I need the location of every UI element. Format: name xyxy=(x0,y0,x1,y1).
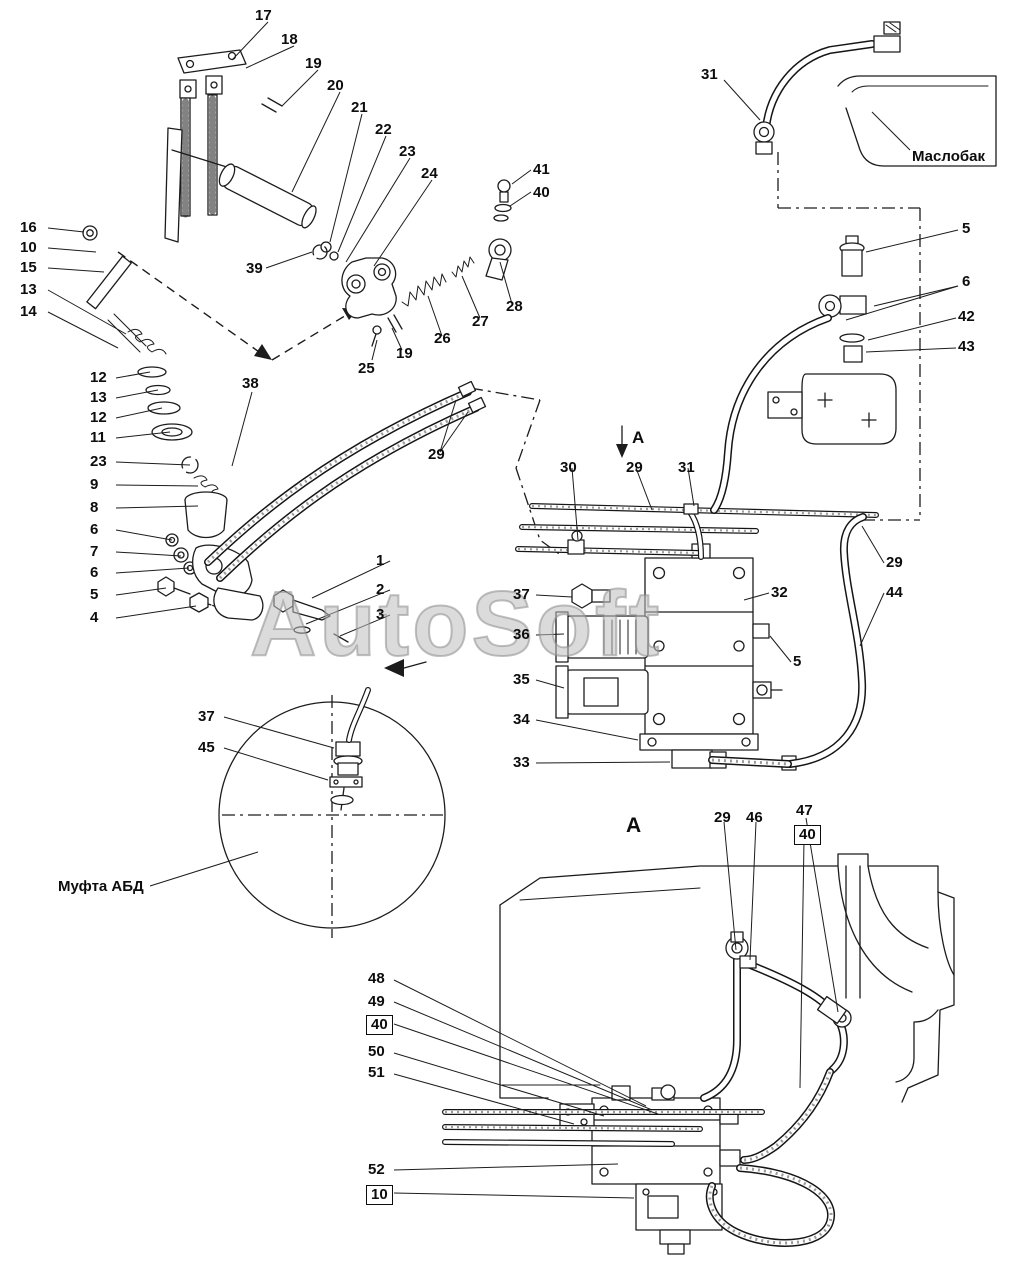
callout-6: 6 xyxy=(962,273,971,290)
view-a-section-label: А xyxy=(626,814,642,837)
callout-19: 19 xyxy=(305,55,322,72)
callout-12: 12 xyxy=(90,369,107,386)
callout-17: 17 xyxy=(255,7,272,24)
callout-26: 26 xyxy=(434,330,451,347)
center-valve-block xyxy=(555,543,797,771)
oil-tank xyxy=(837,75,997,167)
tank-fitting-group xyxy=(767,235,897,445)
callout-29: 29 xyxy=(428,446,445,463)
callout-47: 47 xyxy=(796,802,813,819)
callout-11: 11 xyxy=(90,429,106,446)
callout-21: 21 xyxy=(351,99,368,116)
callout-29: 29 xyxy=(886,554,903,571)
callout-8: 8 xyxy=(90,499,99,516)
callout-23: 23 xyxy=(90,453,107,470)
callout-27: 27 xyxy=(472,313,489,330)
callout-7: 7 xyxy=(90,543,99,560)
callout-29: 29 xyxy=(626,459,643,476)
callout-25: 25 xyxy=(358,360,375,377)
callout-22: 22 xyxy=(375,121,392,138)
callout-13: 13 xyxy=(20,281,37,298)
oil-tank-label: Маслобак xyxy=(912,148,985,165)
callout-6: 6 xyxy=(90,521,99,538)
callout-33: 33 xyxy=(513,754,530,771)
callout-10: 10 xyxy=(20,239,37,256)
callout-34: 34 xyxy=(513,711,530,728)
callout-10: 10 xyxy=(366,1185,393,1205)
callout-28: 28 xyxy=(506,298,523,315)
view-a-arrow-label: А xyxy=(632,428,645,447)
callout-36: 36 xyxy=(513,626,530,643)
callout-40: 40 xyxy=(533,184,550,201)
callout-50: 50 xyxy=(368,1043,385,1060)
callout-3: 3 xyxy=(376,606,385,623)
callout-9: 9 xyxy=(90,476,99,493)
callout-41: 41 xyxy=(533,161,550,178)
callout-19: 19 xyxy=(396,345,413,362)
callout-44: 44 xyxy=(886,584,903,601)
callout-46: 46 xyxy=(746,809,763,826)
callout-37: 37 xyxy=(513,586,530,603)
view-arrows xyxy=(384,425,628,677)
callout-13: 13 xyxy=(90,389,107,406)
callout-39: 39 xyxy=(246,260,263,277)
callout-48: 48 xyxy=(368,970,385,987)
callout-2: 2 xyxy=(376,581,385,598)
callout-18: 18 xyxy=(281,31,298,48)
abd-clutch-label: Муфта АБД xyxy=(58,878,144,895)
callout-51: 51 xyxy=(368,1064,385,1081)
callout-6: 6 xyxy=(90,564,99,581)
callout-4: 4 xyxy=(90,609,99,626)
callout-5: 5 xyxy=(962,220,971,237)
callout-5: 5 xyxy=(793,653,802,670)
callout-5: 5 xyxy=(90,586,99,603)
callout-32: 32 xyxy=(771,584,788,601)
callout-23: 23 xyxy=(399,143,416,160)
callout-43: 43 xyxy=(958,338,975,355)
callout-1: 1 xyxy=(376,552,385,569)
callout-40: 40 xyxy=(366,1015,393,1035)
callout-38: 38 xyxy=(242,375,259,392)
chassis-frame xyxy=(499,853,955,1103)
callout-40: 40 xyxy=(794,825,821,845)
callout-24: 24 xyxy=(421,165,438,182)
callout-42: 42 xyxy=(958,308,975,325)
callout-14: 14 xyxy=(20,303,37,320)
callout-35: 35 xyxy=(513,671,530,688)
callout-45: 45 xyxy=(198,739,215,756)
hose-fittings xyxy=(457,21,901,1028)
abd-clutch-detail xyxy=(218,701,446,929)
callout-15: 15 xyxy=(20,259,37,276)
callout-20: 20 xyxy=(327,77,344,94)
callout-31: 31 xyxy=(678,459,695,476)
leader-lines xyxy=(47,21,959,1199)
lever-assembly xyxy=(164,49,512,347)
callout-52: 52 xyxy=(368,1161,385,1178)
callout-16: 16 xyxy=(20,219,37,236)
callout-31: 31 xyxy=(701,66,718,83)
callout-30: 30 xyxy=(560,459,577,476)
callout-49: 49 xyxy=(368,993,385,1010)
callout-37: 37 xyxy=(198,708,215,725)
callout-29: 29 xyxy=(714,809,731,826)
callout-12: 12 xyxy=(90,409,107,426)
